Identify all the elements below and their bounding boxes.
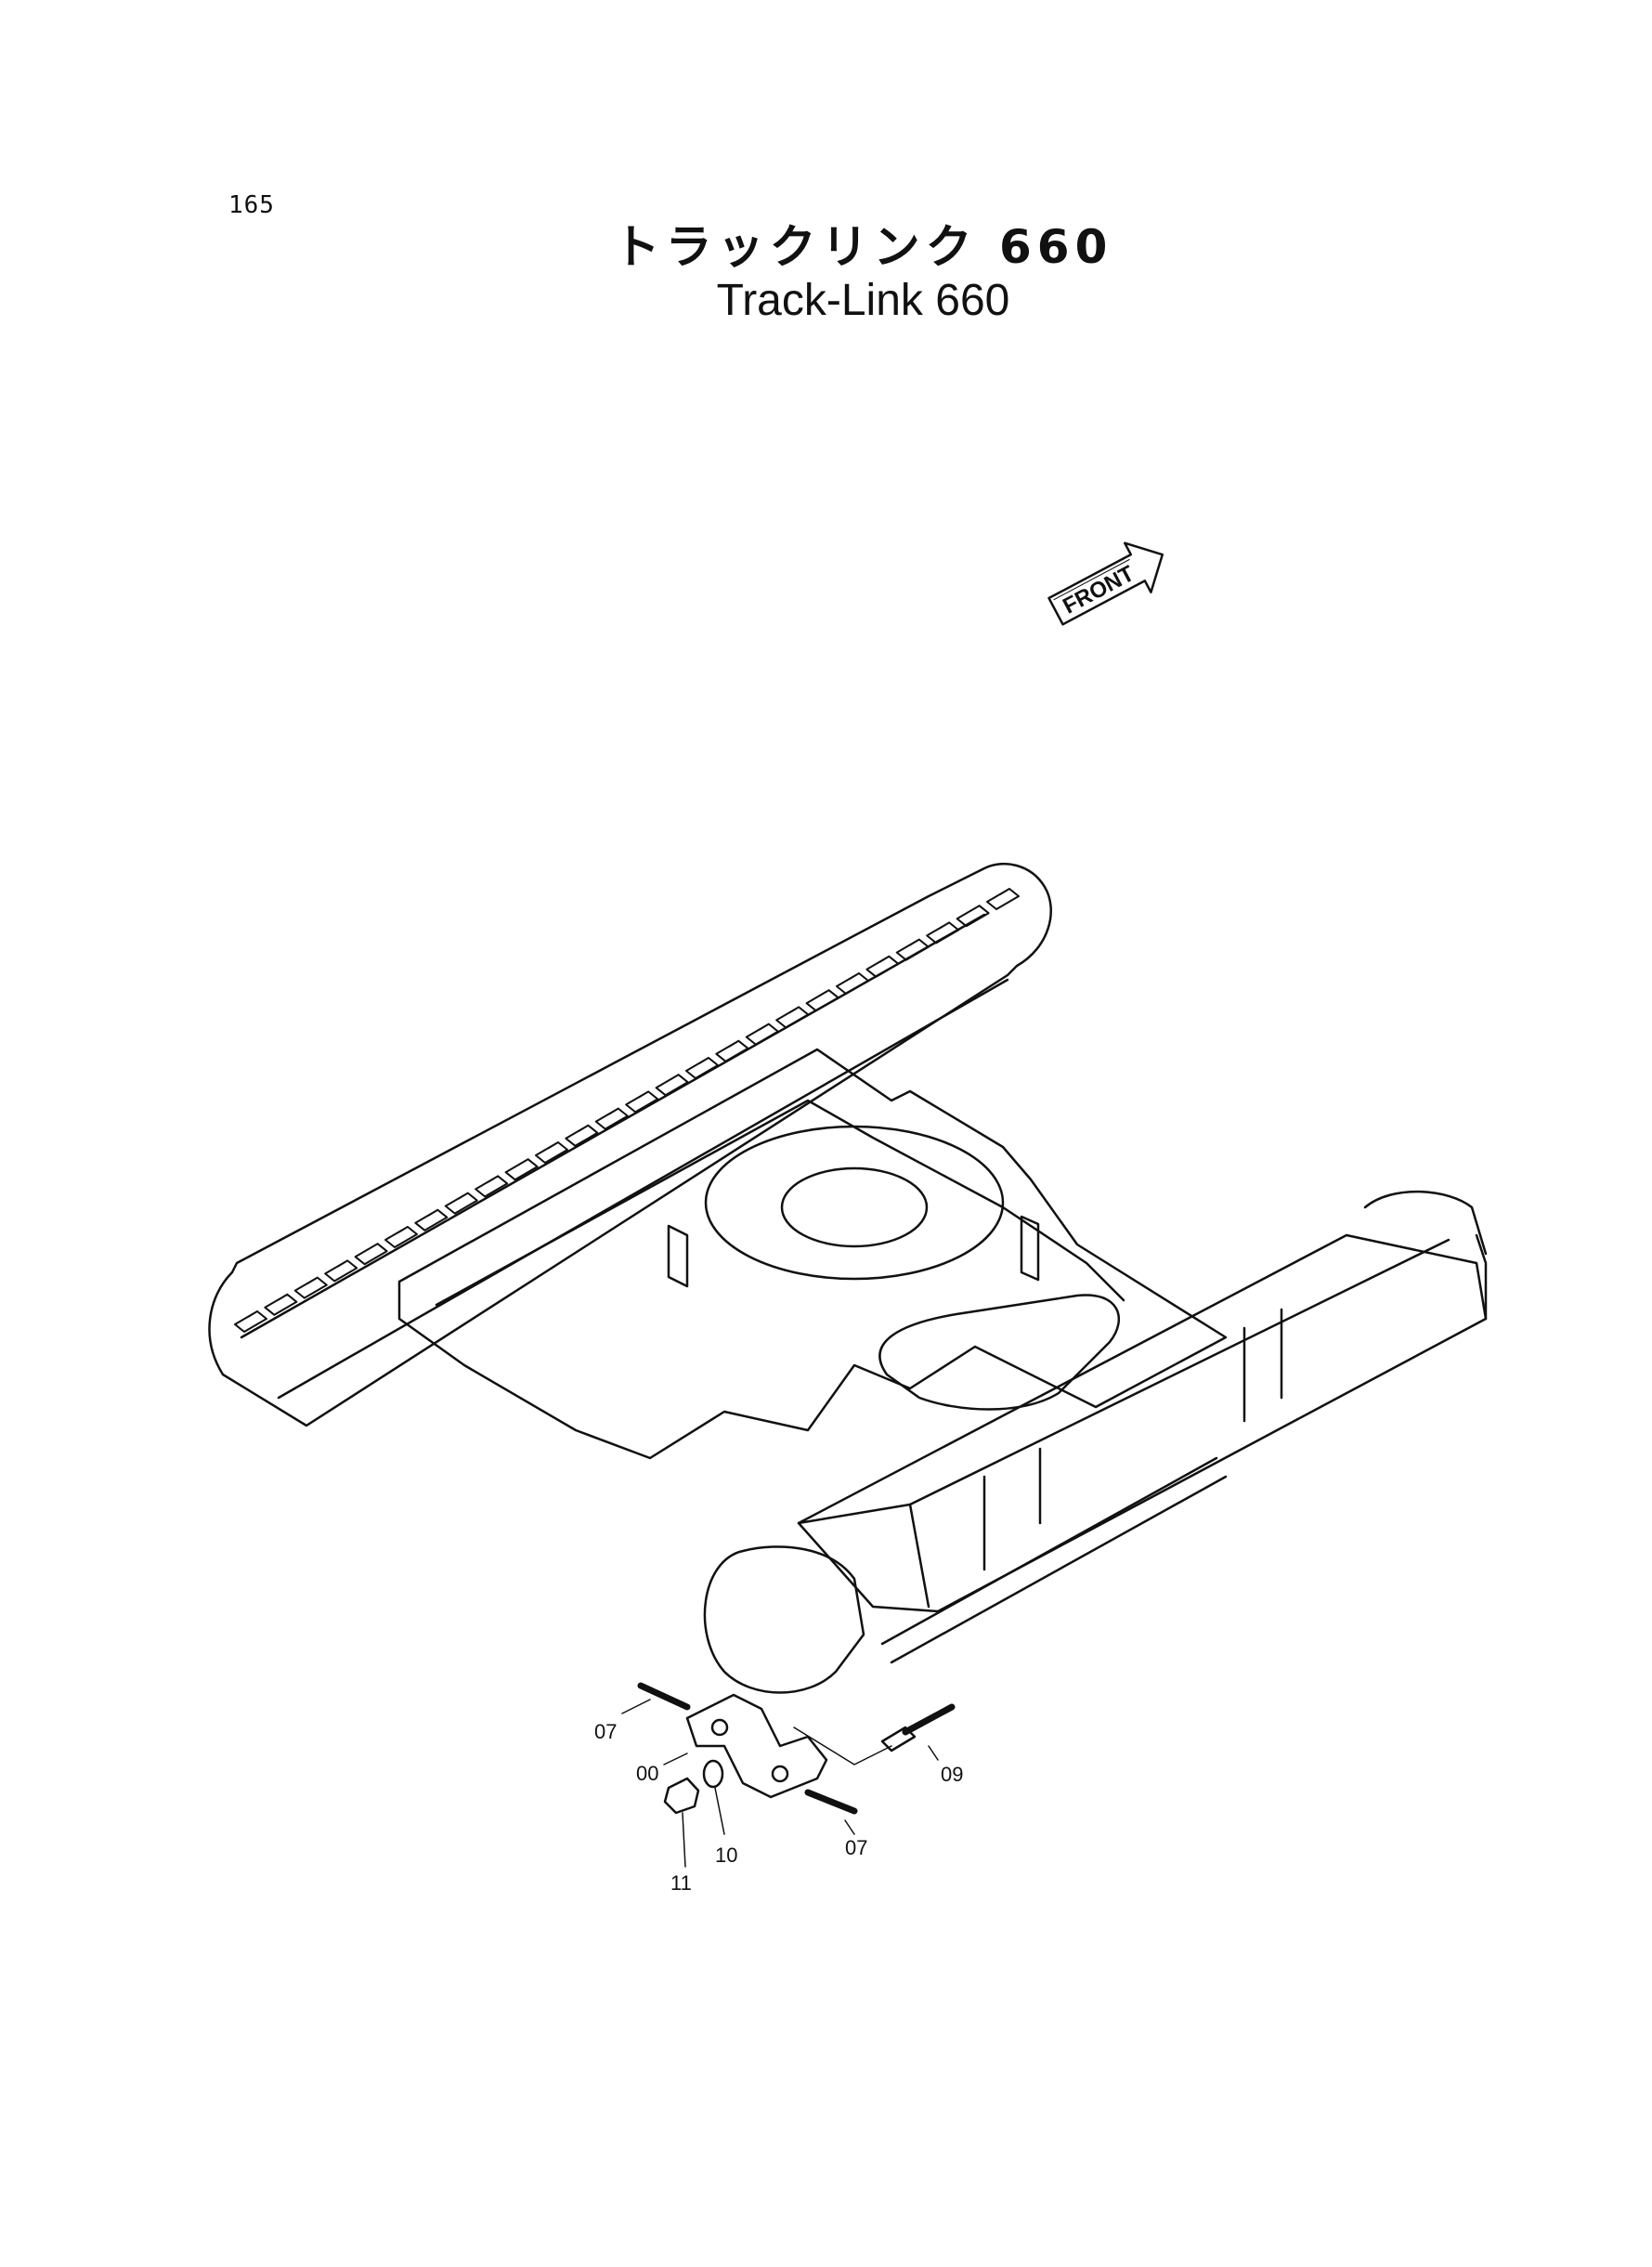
track-shoe [444,1192,478,1215]
track-shoe [354,1243,388,1266]
track-shoe [836,972,869,995]
track-shoe [805,989,839,1012]
track-shoe [956,905,990,928]
track-shoe [293,1276,328,1299]
track-shoe [324,1259,358,1283]
track-shoe [414,1208,449,1231]
track-shoe [655,1074,689,1097]
page-title-english: Track-Link 660 [716,276,1010,325]
callout-10: 10 [715,1844,737,1867]
track-shoe [685,1057,719,1079]
track-shoe [504,1158,539,1181]
callout-09: 09 [941,1763,963,1786]
callout-11: 11 [670,1871,692,1895]
track-shoe [535,1141,568,1164]
track-shoe [264,1293,298,1316]
track-shoe [986,888,1020,910]
front-arrow-icon: FRONT [1047,541,1164,626]
right-track-chain [880,1456,1228,1664]
track-shoe [384,1226,418,1248]
track-shoe [926,921,960,945]
exploded-track-link [621,1682,956,1868]
track-shoe [475,1175,509,1198]
page-title-japanese: トラックリンク 660 [613,220,1113,274]
track-shoe [745,1023,779,1046]
track-shoe [594,1107,629,1130]
left-crawler-track [208,862,1052,1427]
track-shoe [625,1090,659,1114]
track-shoe [234,1310,267,1333]
page-number: 165 [228,191,275,219]
callout-07-top: 07 [594,1720,617,1743]
track-frame [397,1048,1488,1694]
track-shoe [565,1124,599,1147]
callout-00: 00 [636,1762,658,1785]
callout-07-bottom: 07 [845,1836,867,1859]
track-shoe [895,938,930,961]
track-shoe [775,1006,810,1029]
track-shoe [865,955,900,978]
track-shoe [715,1039,749,1062]
